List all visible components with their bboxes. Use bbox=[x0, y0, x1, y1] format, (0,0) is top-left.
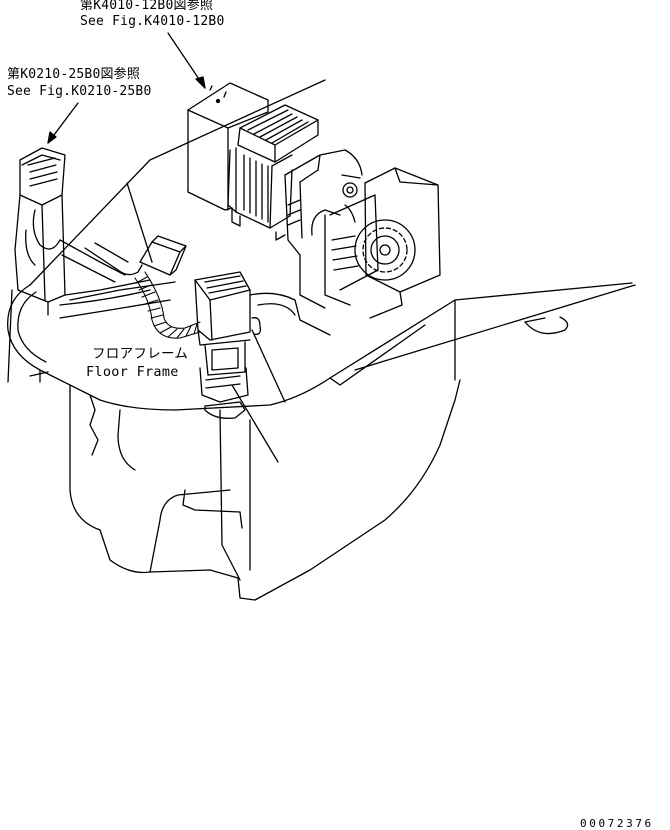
floor-groove bbox=[59, 289, 331, 336]
floor-frame-label-jp: フロアフレーム bbox=[92, 346, 189, 362]
blower-motor bbox=[284, 149, 363, 309]
floor-plate bbox=[7, 79, 636, 411]
heater-core bbox=[227, 104, 319, 241]
lower-frame bbox=[69, 299, 461, 601]
callout-left-en: See Fig.K0210-25B0 bbox=[7, 84, 152, 99]
floor-frame-label-en: Floor Frame bbox=[86, 364, 179, 380]
drawing-number: 00072376 bbox=[580, 817, 654, 830]
callout-top-en: See Fig.K4010-12B0 bbox=[80, 14, 225, 29]
left-duct bbox=[14, 147, 176, 319]
callout-left-jp: 第K0210-25B0図参照 bbox=[7, 67, 141, 82]
right-duct bbox=[194, 271, 262, 419]
leader-lines bbox=[7, 32, 286, 463]
callout-top-jp: 第K4010-12B0図参照 bbox=[80, 0, 214, 13]
center-box bbox=[84, 235, 187, 276]
fan-housing bbox=[329, 167, 441, 319]
flex-hose bbox=[134, 271, 201, 339]
